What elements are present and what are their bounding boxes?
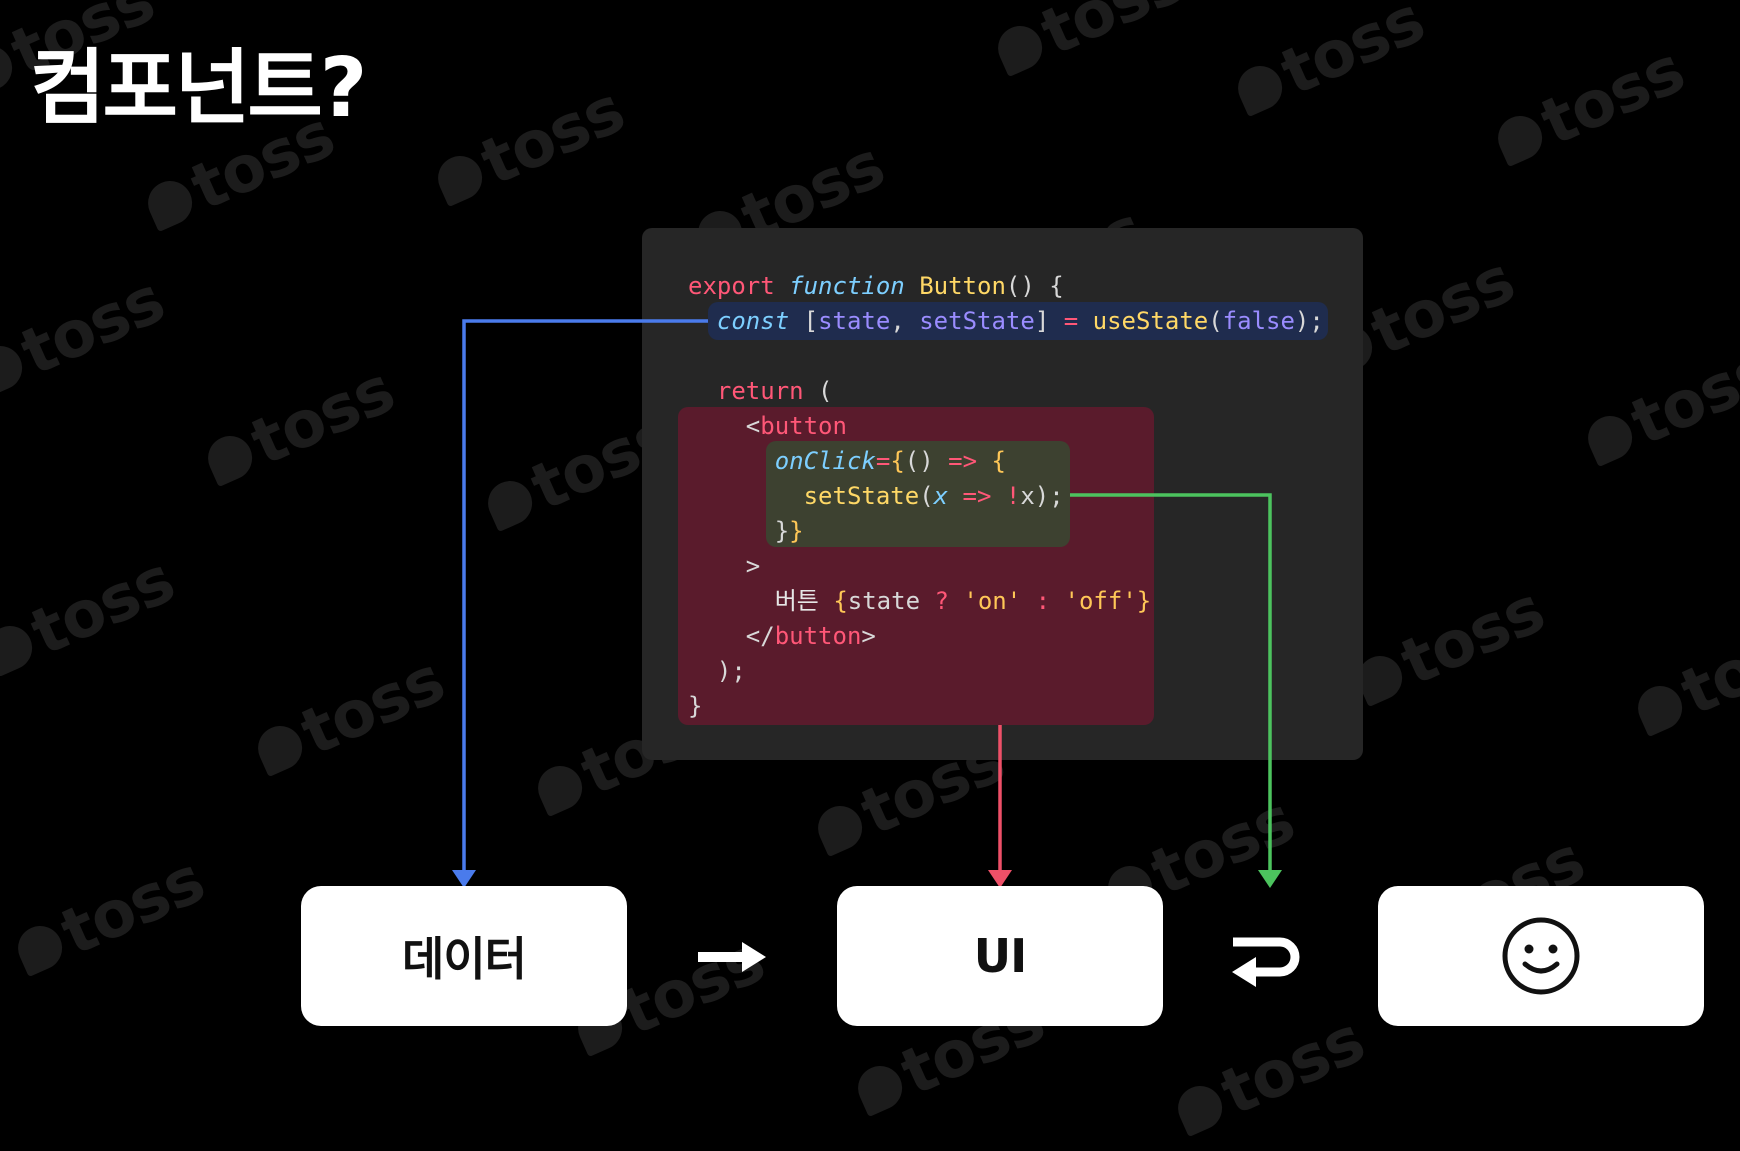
code-token: return — [716, 377, 804, 405]
ui-box-label: UI — [973, 929, 1027, 983]
code-line: }} — [688, 514, 1324, 549]
code-token: { — [991, 447, 1006, 475]
code-token: () — [904, 447, 949, 475]
code-token: x — [933, 482, 963, 510]
code-token: ( — [803, 377, 833, 405]
code-token: ); — [688, 657, 746, 685]
code-token: setState — [803, 482, 920, 510]
code-token: ? — [934, 587, 964, 615]
code-token: = — [1063, 307, 1093, 335]
code-token: { — [833, 587, 848, 615]
code-token: ); — [1294, 307, 1324, 335]
code-token: , — [890, 307, 920, 335]
code-token: state — [818, 307, 891, 335]
code-token: onClick — [774, 447, 876, 475]
code-line: </button> — [688, 619, 1324, 654]
code-line: onClick={() => { — [688, 444, 1324, 479]
code-token: ( — [1208, 307, 1223, 335]
code-line: <button — [688, 409, 1324, 444]
code-token: } — [1136, 587, 1152, 615]
code-token: < — [688, 412, 761, 440]
code-token: const — [716, 307, 804, 335]
code-token: ! — [1005, 482, 1021, 510]
code-token: button — [760, 412, 847, 440]
data-box: 데이터 — [301, 886, 627, 1026]
code-token: } — [789, 517, 804, 545]
code-token: => — [962, 482, 1006, 510]
result-box — [1378, 886, 1704, 1026]
slide-title: 컴포넌트? — [30, 41, 367, 136]
code-token: Button — [919, 272, 1006, 300]
code-line: ); — [688, 654, 1324, 689]
code-token: state — [847, 587, 935, 615]
code-token: useState — [1092, 307, 1209, 335]
state-to-data-arrow — [452, 319, 708, 888]
code-token: false — [1222, 307, 1295, 335]
code-token: ( — [919, 482, 934, 510]
code-line: } — [688, 689, 1324, 724]
code-line: > — [688, 549, 1324, 584]
code-line: return ( — [688, 374, 1324, 409]
code-token: > — [861, 622, 876, 650]
return-arrow-icon — [1232, 937, 1300, 987]
setstate-rerender-arrow — [1070, 493, 1282, 888]
code-token: > — [688, 552, 761, 580]
code-token: function — [789, 272, 920, 300]
right-arrow-icon — [698, 942, 766, 972]
code-token: 'on' — [963, 587, 1036, 615]
code-token: x); — [1020, 482, 1064, 510]
code-token: ] — [1034, 307, 1064, 335]
usestate-highlight — [708, 302, 1328, 340]
data-box-label: 데이터 — [402, 932, 527, 986]
onclick-handler-highlight — [766, 441, 1070, 547]
code-token: => — [948, 447, 992, 475]
jsx-to-ui-arrow — [988, 725, 1012, 888]
code-token: () { — [1005, 272, 1064, 300]
smiley-face-icon — [1502, 917, 1580, 995]
code-line: const [state, setState] = useState(false… — [688, 304, 1324, 339]
code-token: export — [688, 272, 790, 300]
code-token: button — [774, 622, 862, 650]
code-token: : — [1035, 587, 1065, 615]
code-line: export function Button() { — [688, 269, 1324, 304]
code-line: 버튼 {state ? 'on' : 'off'} — [688, 584, 1324, 619]
ui-box: UI — [837, 886, 1163, 1026]
code-token: </ — [688, 622, 775, 650]
code-token: setState — [919, 307, 1035, 335]
code-token: [ — [803, 307, 819, 335]
code-token: { — [890, 447, 905, 475]
flow-diagram — [452, 319, 1300, 987]
code-token: 버튼 — [688, 587, 834, 615]
code-token: 'off' — [1064, 587, 1137, 615]
code-block: export function Button() { const [state,… — [688, 269, 1324, 724]
code-token: } — [688, 517, 790, 545]
code-token: = — [875, 447, 891, 475]
code-token: } — [688, 692, 703, 720]
code-line: setState(x => !x); — [688, 479, 1324, 514]
